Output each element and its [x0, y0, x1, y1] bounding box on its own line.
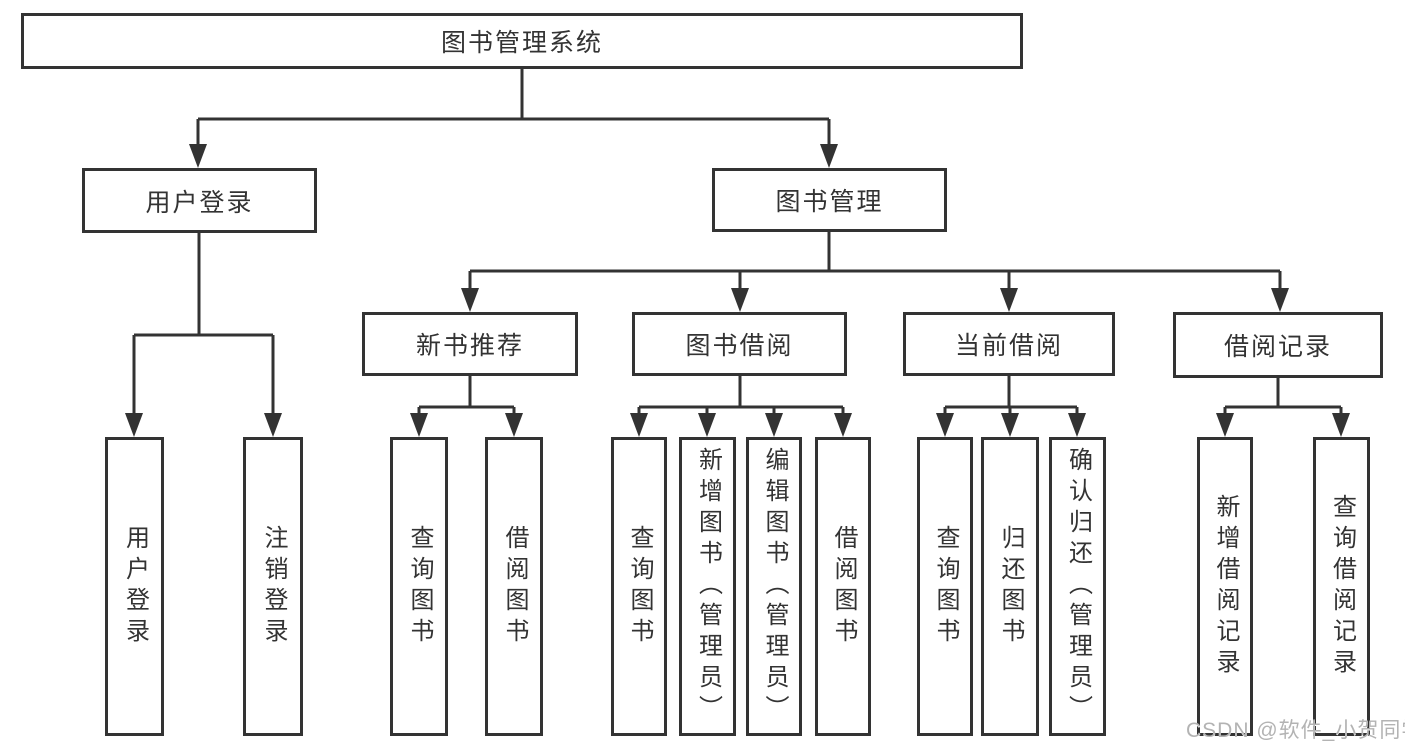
node-query-borrow-record: 查询借阅记录	[1313, 437, 1370, 736]
arrowheads	[125, 144, 1350, 437]
node-label: 图书管理	[775, 188, 884, 216]
node-logout: 注销登录	[243, 437, 303, 736]
node-book-management: 图书管理	[712, 168, 947, 232]
arrow-down-icon	[189, 144, 207, 168]
borrow-records-branch-line	[1223, 378, 1343, 420]
node-label: 查询图书	[932, 524, 959, 649]
arrow-down-icon	[698, 413, 716, 437]
arrow-down-icon	[820, 144, 838, 168]
new-book-branch-line	[417, 376, 516, 420]
arrow-down-icon	[1216, 413, 1234, 437]
node-borrow-books-1: 借阅图书	[485, 437, 543, 736]
node-new-book-recommendation: 新书推荐	[362, 312, 578, 376]
arrow-down-icon	[1000, 288, 1018, 312]
node-query-books-3: 查询图书	[917, 437, 973, 736]
node-library-system: 图书管理系统	[21, 13, 1023, 69]
node-label: 新书推荐	[415, 332, 524, 360]
node-query-books-1: 查询图书	[390, 437, 448, 736]
node-book-borrowing: 图书借阅	[632, 312, 847, 376]
node-return-books: 归还图书	[981, 437, 1039, 736]
csdn-watermark: CSDN @软件_小贺同学	[1186, 719, 1405, 742]
arrow-down-icon	[125, 413, 143, 437]
node-label: 新增图书（管理员）	[694, 447, 722, 726]
node-borrow-books-2: 借阅图书	[815, 437, 871, 736]
arrow-down-icon	[936, 413, 954, 437]
node-borrowing-records: 借阅记录	[1173, 312, 1383, 378]
arrow-down-icon	[834, 413, 852, 437]
node-add-borrow-record: 新增借阅记录	[1197, 437, 1253, 736]
node-label: 借阅记录	[1223, 333, 1332, 361]
node-user-login: 用户登录	[82, 168, 317, 233]
node-label: 用户登录	[121, 524, 149, 649]
arrow-down-icon	[765, 413, 783, 437]
arrow-down-icon	[1001, 413, 1019, 437]
node-label: 借阅图书	[830, 524, 857, 649]
arrow-down-icon	[731, 288, 749, 312]
book-management-branch-line	[468, 232, 1282, 295]
arrow-down-icon	[1332, 413, 1350, 437]
arrow-down-icon	[461, 288, 479, 312]
node-current-borrowing: 当前借阅	[903, 312, 1115, 376]
node-label: 图书管理系统	[440, 29, 603, 57]
arrow-down-icon	[1068, 413, 1086, 437]
arrow-down-icon	[410, 413, 428, 437]
node-edit-books-admin: 编辑图书（管理员）	[746, 437, 802, 736]
arrow-down-icon	[505, 413, 523, 437]
arrow-down-icon	[1271, 288, 1289, 312]
node-query-books-2: 查询图书	[611, 437, 667, 736]
node-label: 查询图书	[626, 524, 653, 649]
node-confirm-return-admin: 确认归还（管理员）	[1049, 437, 1106, 736]
node-label: 新增借阅记录	[1212, 493, 1239, 680]
node-user-login-leaf: 用户登录	[105, 437, 164, 736]
node-label: 确认归还（管理员）	[1064, 447, 1092, 726]
node-label: 借阅图书	[501, 524, 528, 649]
user-login-branch-line	[132, 233, 275, 420]
node-label: 归还图书	[997, 524, 1024, 649]
arrow-down-icon	[264, 413, 282, 437]
root-branch-line	[196, 69, 831, 150]
node-label: 当前借阅	[954, 332, 1063, 360]
node-label: 查询图书	[406, 524, 433, 649]
node-label: 查询借阅记录	[1328, 493, 1356, 680]
node-label: 图书借阅	[685, 332, 794, 360]
node-label: 注销登录	[260, 524, 287, 649]
book-borrow-branch-line	[637, 376, 845, 420]
arrow-down-icon	[630, 413, 648, 437]
node-label: 编辑图书（管理员）	[761, 447, 788, 726]
node-add-books-admin: 新增图书（管理员）	[679, 437, 736, 736]
node-label: 用户登录	[145, 188, 254, 217]
